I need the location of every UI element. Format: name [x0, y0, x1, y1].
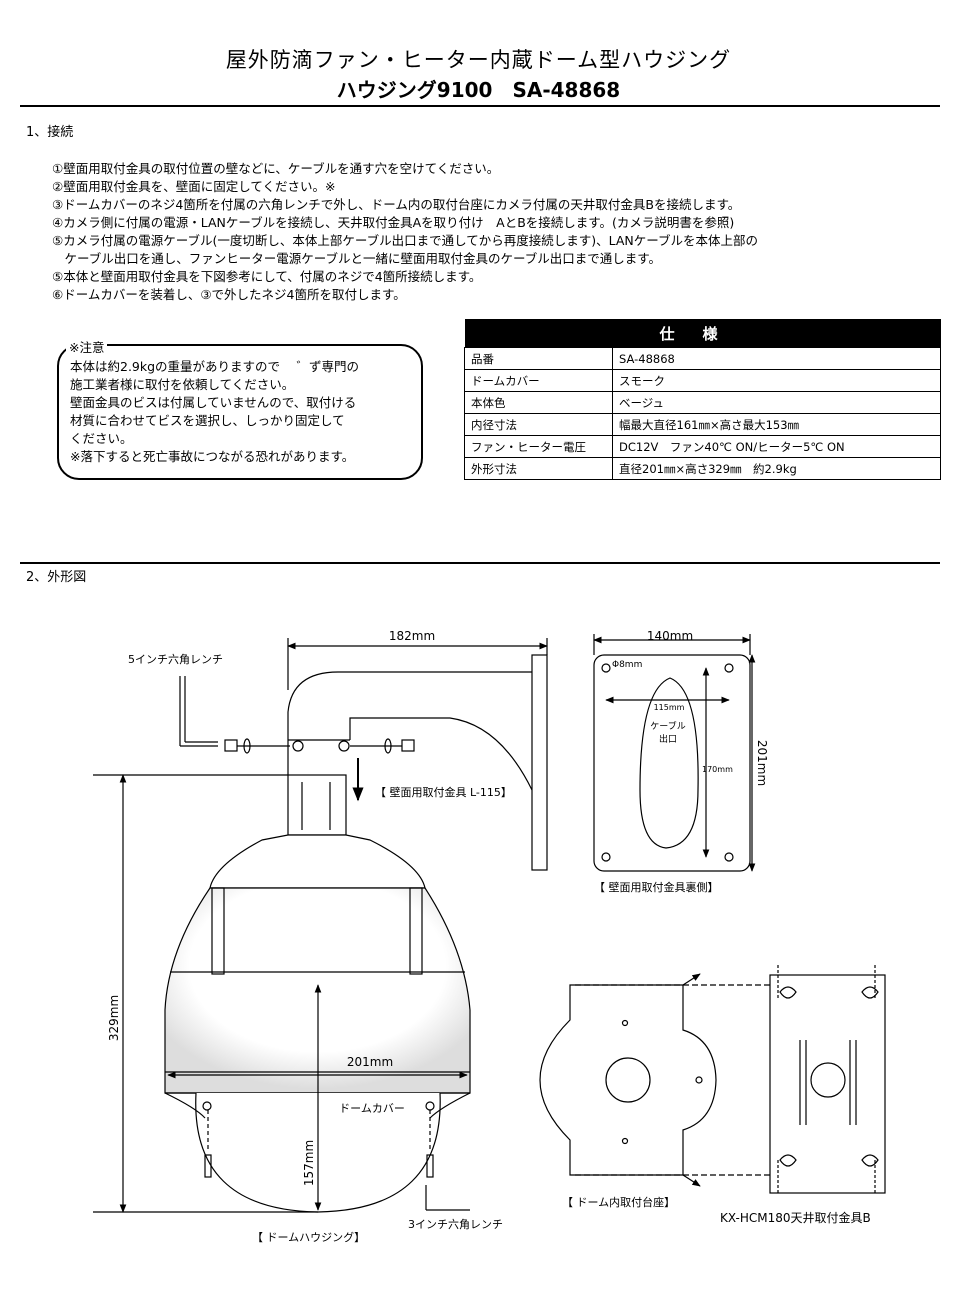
- caution-line: 材質に合わせてビスを選択し、しっかり固定して: [70, 413, 345, 428]
- spec-value: SA-48868: [612, 347, 941, 370]
- dim-182: 182mm: [389, 629, 435, 643]
- spec-value: ベージュ: [612, 391, 941, 414]
- bracket-back-label: 【 壁面用取付金具裏側】: [594, 880, 719, 894]
- step-line: ③ドームカバーのネジ4箇所を付属の六角レンチで外し、ドーム内の取付台座にカメラ付…: [52, 197, 741, 212]
- ceiling-mount-label: KX-HCM180天井取付金具B: [720, 1210, 871, 1225]
- page-title: 屋外防滴ファン・ヒーター内蔵ドーム型ハウジング: [225, 48, 732, 72]
- spec-value: 直径201㎜×高さ329㎜ 約2.9kg: [612, 457, 941, 480]
- caution-line: ください。: [70, 431, 133, 446]
- step-line: ②壁面用取付金具を、壁面に固定してください。※: [52, 179, 336, 194]
- dome-cover-label: ドームカバー: [339, 1102, 405, 1115]
- spec-title: 仕様: [464, 319, 941, 348]
- step-line: ④カメラ側に付属の電源・LANケーブルを接続し、天井取付金具Aを取り付け AとB…: [52, 215, 735, 230]
- bracket-label: 【 壁面用取付金具 L-115】: [375, 785, 512, 799]
- dim-170: 170mm: [702, 765, 733, 774]
- wall-bracket-drawing: [179, 638, 548, 871]
- section2-rule: [20, 562, 940, 564]
- connection-steps: ①壁面用取付金具の取付位置の壁などに、ケーブルを通す穴を空けてください。 ②壁面…: [52, 160, 758, 304]
- caution-box: [57, 344, 423, 480]
- spec-value: スモーク: [612, 369, 941, 392]
- dim-115: 115mm: [654, 703, 685, 712]
- spec-row: 外形寸法直径201㎜×高さ329㎜ 約2.9kg: [464, 457, 941, 480]
- caution-label: ※注意: [66, 337, 108, 356]
- step-line: ケーブル出口を通し、ファンヒーター電源ケーブルと一緒に壁面用取付金具のケーブル出…: [52, 251, 662, 266]
- dim-329: 329mm: [107, 995, 121, 1041]
- step-line: ①壁面用取付金具の取付位置の壁などに、ケーブルを通す穴を空けてください。: [52, 161, 500, 176]
- cable-exit-1: ケーブル: [650, 720, 685, 732]
- spec-value: DC12V ファン40℃ ON/ヒーター5℃ ON: [612, 435, 941, 458]
- step-line: ⑤本体と壁面用取付金具を下図参考にして、付属のネジで4箇所接続します。: [52, 269, 482, 284]
- spec-key: 品番: [464, 347, 613, 370]
- title-rule: [20, 105, 940, 107]
- wrench3-label: 3インチ六角レンチ: [408, 1218, 503, 1231]
- spec-key: 本体色: [464, 391, 613, 414]
- dim-157: 157mm: [302, 1140, 316, 1186]
- spec-row: 本体色ベージュ: [464, 391, 941, 414]
- spec-key: ドームカバー: [464, 369, 613, 392]
- caution-line: ※落下すると死亡事故につながる恐れがあります。: [70, 449, 355, 464]
- outline-drawings: 5インチ六角レンチ 182mm 【 壁面用取付金具 L-115】 329mm 2…: [93, 629, 886, 1244]
- caution-text: 本体は約2.9kgの重量がありますので ゛ず専門の 施工業者様に取付を依頼してく…: [70, 358, 415, 466]
- spec-key: ファン・ヒーター電圧: [464, 435, 613, 458]
- dim-140: 140mm: [647, 629, 693, 643]
- dome-housing-drawing: [93, 774, 471, 1213]
- spec-key: 内径寸法: [464, 413, 613, 436]
- step-line: ⑥ドームカバーを装着し、③で外したネジ4箇所を取付します。: [52, 287, 406, 302]
- hole-dia: Φ8mm: [612, 660, 642, 670]
- step-line: ⑤カメラ付属の電源ケーブル(一度切断し、本体上部ケーブル出口まで通してから再度接…: [52, 233, 758, 248]
- caution-line: 施工業者様に取付を依頼してください。: [70, 377, 295, 392]
- mount-base-drawing: [539, 973, 876, 1187]
- section2-heading: 2、外形図: [26, 570, 87, 585]
- caution-line: 壁面金具のビスは付属していませんので、取付ける: [70, 395, 357, 410]
- spec-value: 幅最大直径161㎜×高さ最大153㎜: [612, 413, 941, 436]
- spec-row: 内径寸法幅最大直径161㎜×高さ最大153㎜: [464, 413, 941, 436]
- dim-201-horizontal: 201mm: [347, 1055, 393, 1069]
- dim-201-vertical: 201mm: [755, 740, 769, 786]
- spec-key: 外形寸法: [464, 457, 613, 480]
- bracket-back-drawing: [593, 634, 756, 872]
- cable-exit-2: 出口: [659, 733, 677, 745]
- ceiling-mount-drawing: [769, 965, 886, 1195]
- dome-housing-label: 【 ドームハウジング】: [252, 1230, 365, 1244]
- section1-heading: 1、接続: [26, 125, 74, 140]
- spec-row: ドームカバースモーク: [464, 369, 941, 392]
- page-subtitle: ハウジング9100 SA-48868: [336, 78, 621, 102]
- mount-base-label: 【 ドーム内取付台座】: [562, 1195, 675, 1209]
- wrench5-label: 5インチ六角レンチ: [128, 653, 223, 666]
- caution-line: 本体は約2.9kgの重量がありますので ゛ず専門の: [70, 359, 360, 374]
